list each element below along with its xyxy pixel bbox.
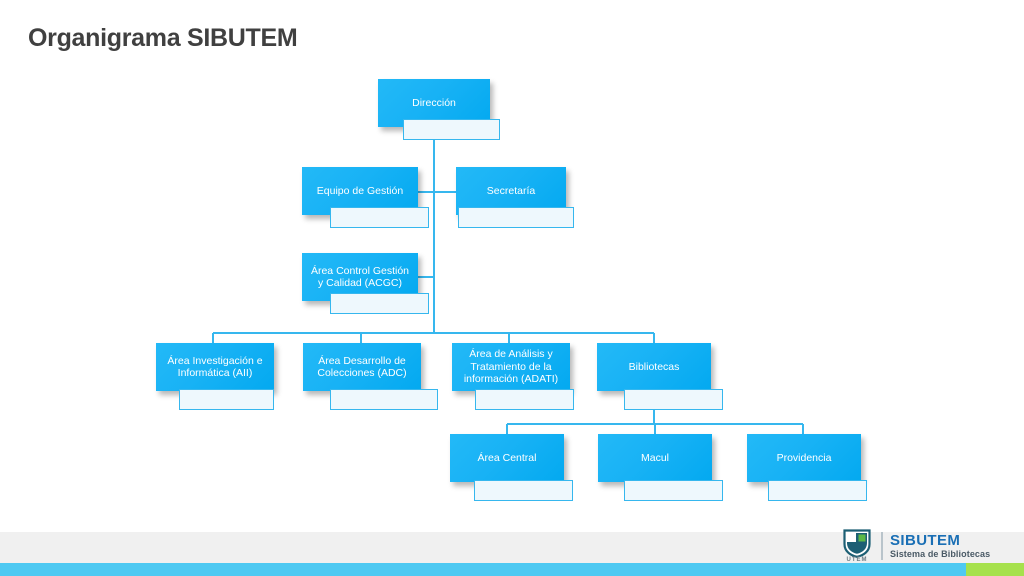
brand-text: SIBUTEM Sistema de Bibliotecas — [890, 531, 991, 560]
shield-icon — [843, 529, 871, 558]
utem-wordmark: UTEM — [846, 557, 868, 563]
node-box-area-central[interactable]: Área Central — [450, 434, 564, 482]
node-label-bibliotecas: Bibliotecas — [628, 360, 680, 373]
node-label-secretaria: Secretaría — [486, 184, 536, 197]
brand-name: SIBUTEM — [890, 531, 961, 549]
node-subbox-aii — [179, 389, 274, 410]
node-bibliotecas[interactable]: Bibliotecas — [597, 343, 711, 391]
node-subbox-bibliotecas — [624, 389, 723, 410]
org-chart: Dirección Equipo de Gestión Secretaría Á… — [156, 79, 867, 501]
node-label-area-central: Área Central — [477, 451, 537, 464]
node-adati[interactable]: Área de Análisis y Tratamiento de la inf… — [452, 343, 570, 391]
node-box-providencia[interactable]: Providencia — [747, 434, 861, 482]
node-subbox-macul — [624, 480, 723, 501]
node-subbox-adati — [475, 389, 574, 410]
node-label-providencia: Providencia — [776, 451, 832, 464]
node-label-direccion: Dirección — [412, 96, 456, 109]
node-box-adati[interactable]: Área de Análisis y Tratamiento de la inf… — [452, 343, 570, 391]
node-subbox-providencia — [768, 480, 867, 501]
node-macul[interactable]: Macul — [598, 434, 712, 482]
node-box-adc[interactable]: Área Desarrollo de Colecciones (ADC) — [303, 343, 421, 391]
footer-rule-blue — [0, 563, 966, 576]
node-label-acgc: Área Control Gestión y Calidad (ACGC) — [310, 264, 410, 290]
node-box-macul[interactable]: Macul — [598, 434, 712, 482]
node-label-macul: Macul — [640, 451, 669, 464]
footer-rule-green — [966, 563, 1024, 576]
brand-logo: UTEM SIBUTEM Sistema de Bibliotecas — [836, 527, 990, 565]
node-subbox-adc — [330, 389, 438, 410]
node-label-adati: Área de Análisis y Tratamiento de la inf… — [463, 348, 559, 386]
node-providencia[interactable]: Providencia — [747, 434, 861, 482]
brand-divider — [881, 532, 883, 560]
page-title: Organigrama SIBUTEM — [28, 24, 298, 52]
node-subbox-acgc — [330, 293, 429, 314]
node-box-bibliotecas[interactable]: Bibliotecas — [597, 343, 711, 391]
node-label-equipo-de-gestion: Equipo de Gestión — [316, 184, 404, 197]
node-subbox-direccion — [403, 119, 500, 140]
node-area-central[interactable]: Área Central — [450, 434, 564, 482]
brand-tagline: Sistema de Bibliotecas — [890, 548, 991, 559]
node-label-aii: Área Investigación e Informática (AII) — [167, 354, 263, 380]
node-box-aii[interactable]: Área Investigación e Informática (AII) — [156, 343, 274, 391]
node-subbox-area-central — [474, 480, 573, 501]
node-subbox-equipo-de-gestion — [330, 207, 429, 228]
node-adc[interactable]: Área Desarrollo de Colecciones (ADC) — [303, 343, 421, 391]
node-aii[interactable]: Área Investigación e Informática (AII) — [156, 343, 274, 391]
node-subbox-secretaria — [458, 207, 574, 228]
node-label-adc: Área Desarrollo de Colecciones (ADC) — [317, 354, 407, 380]
utem-shield: UTEM — [836, 527, 878, 565]
